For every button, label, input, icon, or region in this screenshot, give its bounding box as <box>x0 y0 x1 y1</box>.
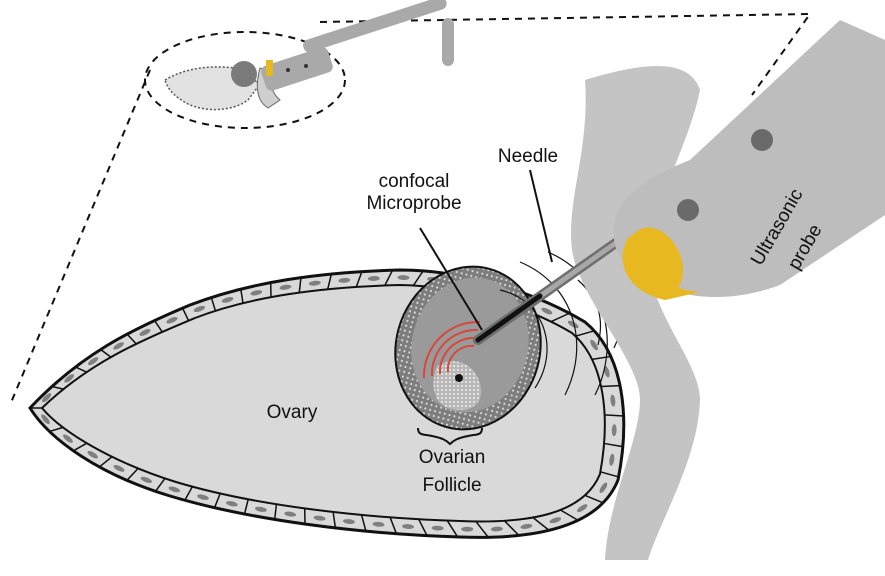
probe-button <box>677 199 699 221</box>
needle-leader <box>530 170 552 262</box>
microprobe-label-line2: Microprobe <box>366 193 461 214</box>
oocyte-nucleus <box>455 374 463 382</box>
inset-dot <box>304 64 308 68</box>
zoom-line-top <box>320 14 810 95</box>
follicle-label-line1: Ovarian <box>419 447 486 468</box>
inset-probe-stub <box>442 18 454 66</box>
inset-probe-handle <box>302 0 449 54</box>
inset-thumbnail <box>165 0 454 110</box>
cell-boundary <box>601 386 620 387</box>
follicle-label-line2: Follicle <box>422 475 481 496</box>
inset-dot <box>286 68 290 72</box>
inset-gel <box>266 60 273 76</box>
needle-label: Needle <box>498 146 558 167</box>
ovary-label: Ovary <box>267 402 318 423</box>
microprobe-label-line1: confocal <box>379 171 450 192</box>
inset-follicle <box>231 61 257 87</box>
probe-button <box>751 129 773 151</box>
